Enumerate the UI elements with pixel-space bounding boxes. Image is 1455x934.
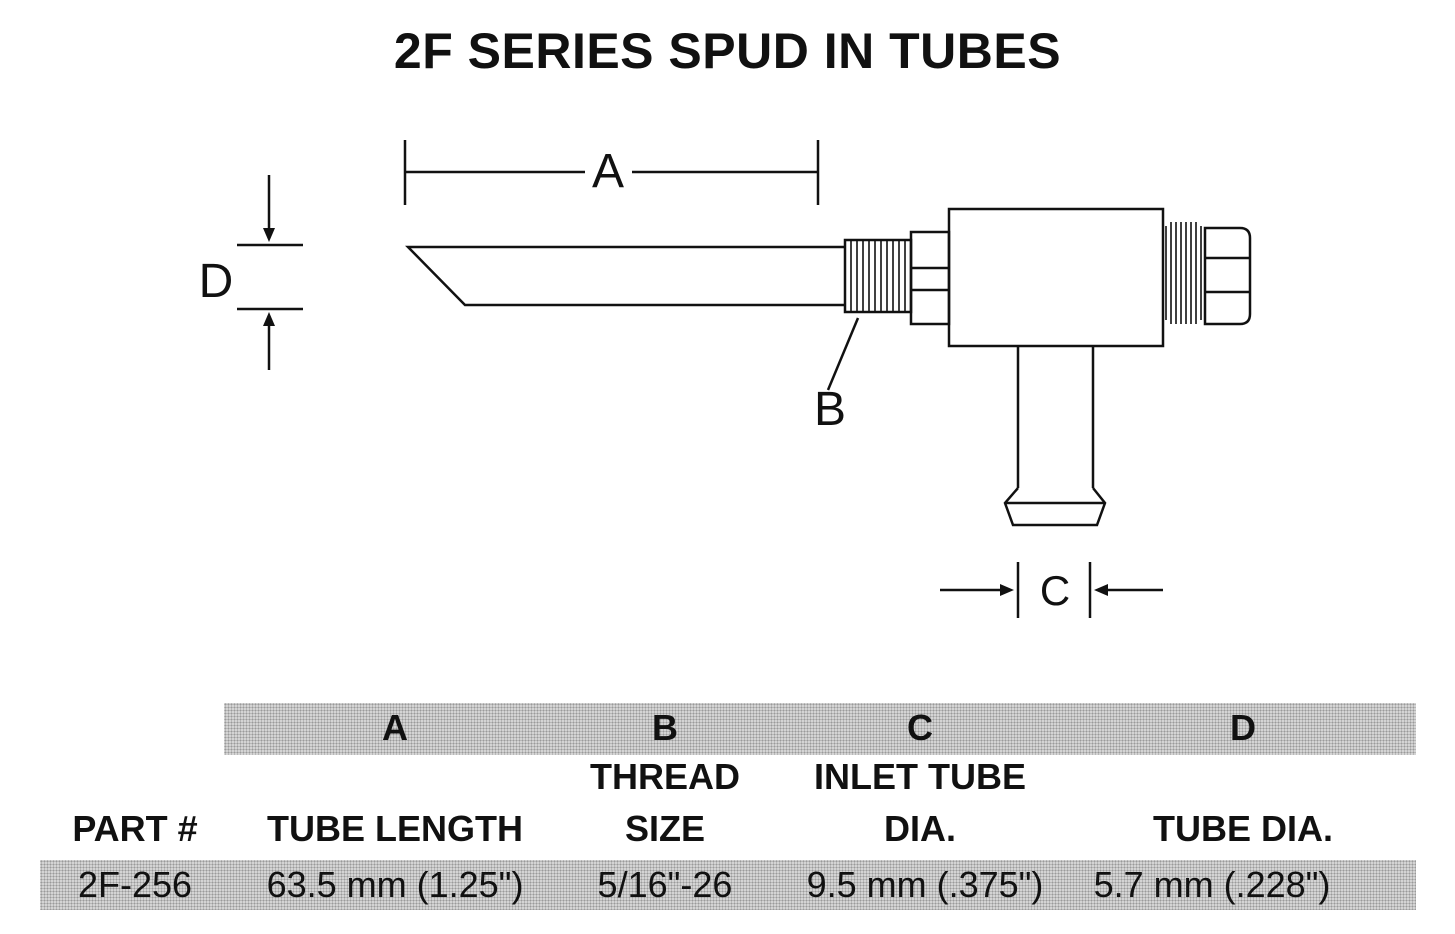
- tube-body: [405, 245, 846, 307]
- header-tube-dia: TUBE DIA.: [1153, 808, 1333, 849]
- letter-header-band: [224, 703, 1416, 755]
- cell-tube-dia: 5.7 mm (.228"): [1093, 864, 1331, 905]
- header-thread-size: SIZE: [624, 808, 705, 849]
- cell-thread-size: 5/16"-26: [597, 864, 733, 905]
- data-row-band: [40, 860, 1416, 910]
- header-inlet-dia: DIA.: [884, 808, 956, 849]
- header-tube-length: TUBE LENGTH: [267, 808, 523, 849]
- dimension-a: [403, 140, 820, 205]
- header-c-line1: INLET TUBE: [814, 756, 1026, 797]
- hex-nut-left: [909, 230, 951, 326]
- letter-b: B: [652, 707, 678, 748]
- label-a: A: [592, 145, 624, 198]
- body-block: [947, 207, 1165, 348]
- label-c: C: [1040, 567, 1070, 614]
- inlet-tube: [1003, 346, 1107, 527]
- label-d: D: [199, 255, 234, 308]
- cell-part-number: 2F-256: [77, 864, 193, 905]
- cell-inlet-dia: 9.5 mm (.375"): [806, 864, 1044, 905]
- dimension-d: [237, 175, 303, 370]
- cell-tube-length: 63.5 mm (1.25"): [266, 864, 524, 905]
- thread-right: [1165, 222, 1202, 324]
- letter-c: C: [907, 707, 933, 748]
- page-title: 2F SERIES SPUD IN TUBES: [393, 23, 1062, 79]
- label-b: B: [814, 383, 846, 436]
- hex-cap-right: [1203, 226, 1252, 326]
- letter-d: D: [1230, 707, 1256, 748]
- dimension-c: [940, 562, 1163, 618]
- header-part: PART #: [72, 808, 198, 849]
- header-b-line1: THREAD: [590, 756, 740, 797]
- thread-b: [826, 238, 913, 391]
- letter-a: A: [382, 707, 408, 748]
